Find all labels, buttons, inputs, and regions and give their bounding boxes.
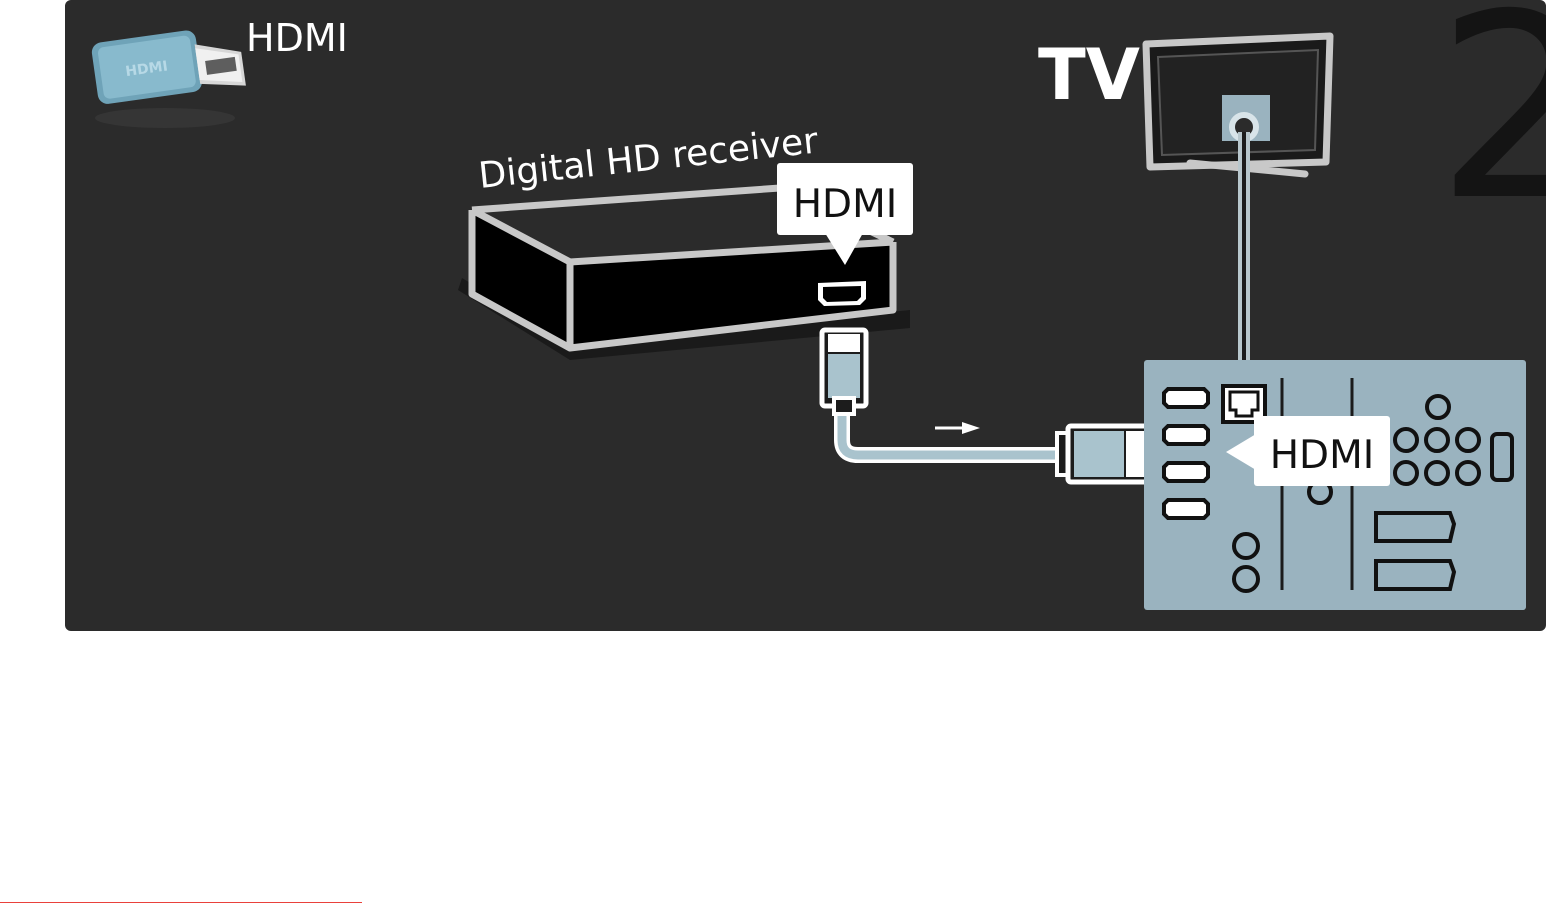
hdmi-title-label: HDMI xyxy=(246,16,348,60)
tv-hdmi-port-icon xyxy=(1164,463,1208,481)
tv-port-callout: HDMI xyxy=(1270,433,1375,478)
receiver-port-callout: HDMI xyxy=(793,182,898,227)
tv-hdmi-port-icon xyxy=(1164,426,1208,444)
tv-hdmi-port-icon xyxy=(1164,500,1208,518)
tv-label: TV xyxy=(1038,34,1140,116)
step-number: 2 xyxy=(1436,0,1546,257)
tv-hdmi-port-icon xyxy=(1164,389,1208,407)
page-rule xyxy=(0,902,362,903)
receiver-hdmi-port-icon xyxy=(818,281,866,306)
